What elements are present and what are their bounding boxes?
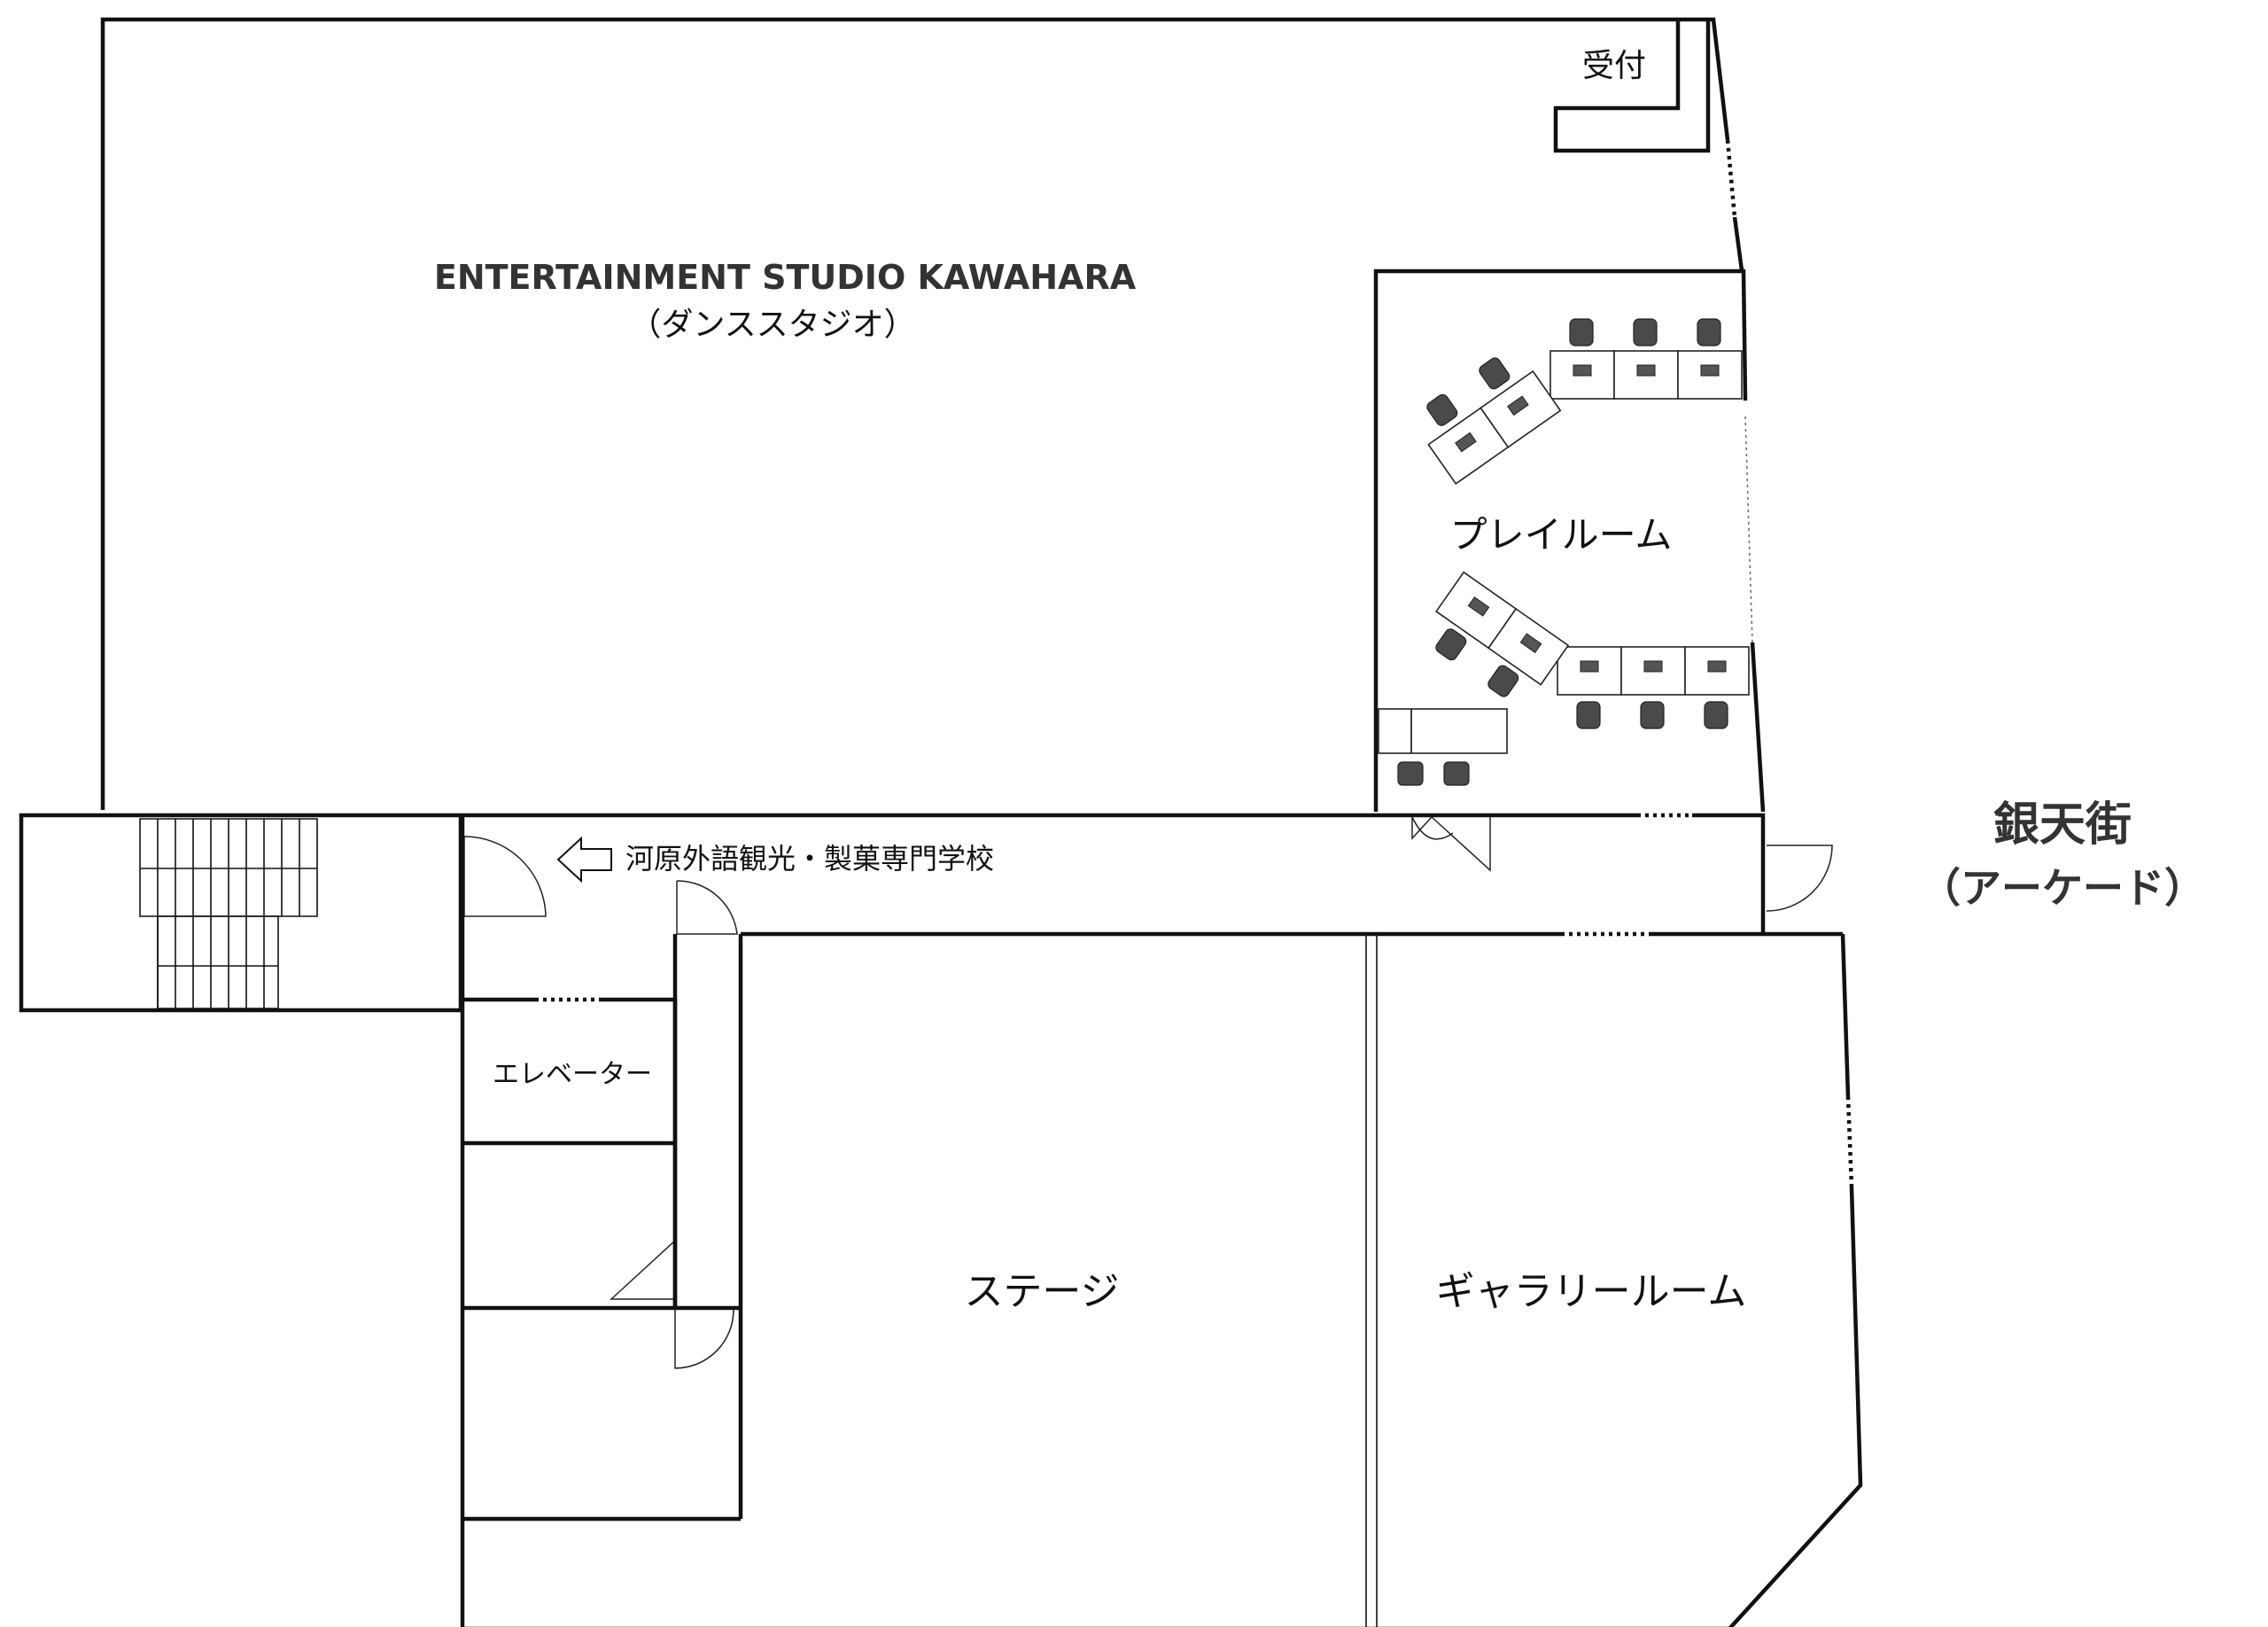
play-room: [1373, 269, 1766, 813]
workstations-bottom: [1435, 571, 1750, 729]
doors: [463, 816, 1833, 1369]
corridor-direction-label: 河原外語観光・製菓専門学校: [625, 842, 994, 876]
reception-counter: [1553, 19, 1711, 153]
left-arrow-icon: [556, 836, 612, 884]
street-subtitle: （アーケード）: [1920, 864, 2205, 912]
stage-gallery: [462, 933, 1863, 1627]
play-room-label: プレイルーム: [1450, 513, 1673, 557]
workstations-top: [1426, 318, 1743, 485]
elevator-and-rooms: [460, 815, 743, 1627]
street-name: 銀天街: [1993, 798, 2132, 852]
reception-label: 受付: [1582, 48, 1646, 84]
stage-label: ステージ: [964, 1269, 1119, 1314]
play-room-counter: [1378, 708, 1508, 786]
elevator-label: エレベーター: [493, 1059, 652, 1090]
dance-studio-subtitle: （ダンススタジオ）: [629, 307, 915, 343]
gallery-label: ギャラリールーム: [1436, 1269, 1747, 1314]
dance-studio-name: ENTERTAINMENT STUDIO KAWAHARA: [434, 258, 1137, 297]
stairwell: [19, 813, 463, 1013]
dance-studio-room: [100, 17, 1744, 810]
corridor: [461, 813, 1843, 937]
